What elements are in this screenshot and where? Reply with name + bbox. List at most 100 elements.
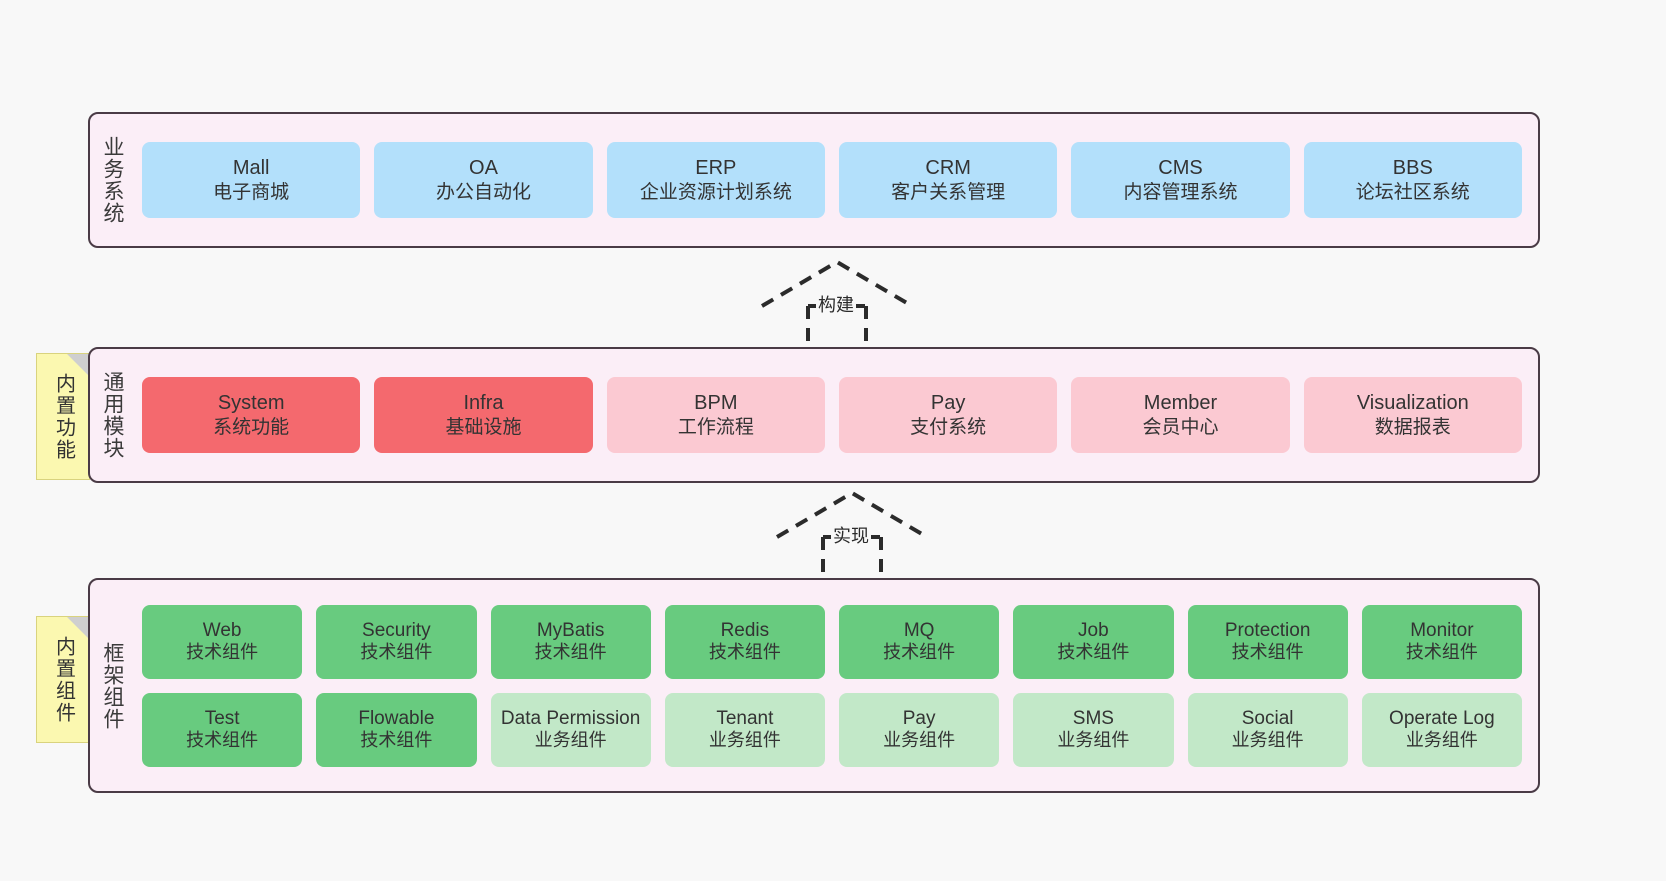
card-subtitle: 技术组件 xyxy=(883,642,956,663)
card-mall[interactable]: Mall 电子商城 xyxy=(142,142,361,218)
card-test[interactable]: Test 技术组件 xyxy=(142,692,303,767)
card-subtitle: 业务组件 xyxy=(1405,730,1478,751)
card-subtitle: 技术组件 xyxy=(186,730,259,751)
business-card-row: Mall 电子商城 OA 办公自动化 ERP 企业资源计划系统 CRM 客户关系… xyxy=(142,142,1522,218)
card-title: Web xyxy=(202,619,242,641)
card-title: Social xyxy=(1241,707,1294,729)
note-text: 内置功能 xyxy=(52,372,75,461)
card-member[interactable]: Member 会员中心 xyxy=(1071,377,1290,453)
card-crm[interactable]: CRM 客户关系管理 xyxy=(838,142,1058,218)
card-subtitle: 基础设施 xyxy=(445,416,522,438)
card-monitor[interactable]: Monitor 技术组件 xyxy=(1361,604,1522,679)
band-body-framework: Web 技术组件 Security 技术组件 MyBatis 技术组件 Redi… xyxy=(134,580,1538,791)
card-title: Pay xyxy=(902,707,936,729)
band-common-modules: 通用模块 System 系统功能 Infra 基础设施 BPM 工作流程 Pay… xyxy=(88,347,1540,483)
card-subtitle: 办公自动化 xyxy=(435,181,531,203)
card-tenant[interactable]: Tenant 业务组件 xyxy=(664,692,825,767)
card-subtitle: 业务组件 xyxy=(883,730,956,751)
note-text: 内置组件 xyxy=(52,635,75,724)
card-subtitle: 技术组件 xyxy=(1057,642,1130,663)
card-subtitle: 技术组件 xyxy=(1231,642,1304,663)
card-subtitle: 业务组件 xyxy=(534,730,607,751)
card-title: Operate Log xyxy=(1389,707,1495,729)
card-subtitle: 技术组件 xyxy=(360,642,433,663)
card-title: Job xyxy=(1078,619,1109,641)
card-subtitle: 会员中心 xyxy=(1142,416,1219,438)
card-subtitle: 技术组件 xyxy=(186,642,259,663)
card-title: System xyxy=(217,392,285,415)
common-card-row: System 系统功能 Infra 基础设施 BPM 工作流程 Pay 支付系统… xyxy=(142,377,1522,453)
band-framework-components: 框架组件 Web 技术组件 Security 技术组件 MyBatis 技术组件… xyxy=(88,578,1540,793)
card-title: Test xyxy=(204,707,240,729)
card-flowable[interactable]: Flowable 技术组件 xyxy=(316,692,477,767)
framework-business-row: Test 技术组件 Flowable 技术组件 Data Permission … xyxy=(142,692,1522,767)
card-mybatis[interactable]: MyBatis 技术组件 xyxy=(490,604,651,679)
card-subtitle: 工作流程 xyxy=(677,416,754,438)
card-subtitle: 技术组件 xyxy=(708,642,781,663)
band-body-common: System 系统功能 Infra 基础设施 BPM 工作流程 Pay 支付系统… xyxy=(134,349,1538,481)
card-title: Visualization xyxy=(1356,392,1469,415)
card-title: SMS xyxy=(1072,707,1114,729)
card-subtitle: 数据报表 xyxy=(1374,416,1451,438)
card-bpm[interactable]: BPM 工作流程 xyxy=(606,377,825,453)
card-title: Data Permission xyxy=(500,707,641,729)
card-subtitle: 技术组件 xyxy=(1405,642,1478,663)
card-protection[interactable]: Protection 技术组件 xyxy=(1187,604,1348,679)
card-subtitle: 业务组件 xyxy=(1057,730,1130,751)
framework-tech-row: Web 技术组件 Security 技术组件 MyBatis 技术组件 Redi… xyxy=(142,604,1522,679)
card-redis[interactable]: Redis 技术组件 xyxy=(664,604,825,679)
card-security[interactable]: Security 技术组件 xyxy=(316,604,477,679)
card-sms[interactable]: SMS 业务组件 xyxy=(1013,692,1174,767)
card-infra[interactable]: Infra 基础设施 xyxy=(374,377,593,453)
card-title: BBS xyxy=(1392,157,1433,180)
card-title: Protection xyxy=(1224,619,1311,641)
card-social[interactable]: Social 业务组件 xyxy=(1187,692,1348,767)
band-body-business: Mall 电子商城 OA 办公自动化 ERP 企业资源计划系统 CRM 客户关系… xyxy=(134,114,1538,246)
card-subtitle: 系统功能 xyxy=(213,416,290,438)
card-erp[interactable]: ERP 企业资源计划系统 xyxy=(606,142,825,218)
connector-label-build: 构建 xyxy=(816,291,856,317)
note-builtin-component: 内置组件 xyxy=(36,616,90,743)
band-business-systems: 业务系统 Mall 电子商城 OA 办公自动化 ERP 企业资源计划系统 CRM… xyxy=(88,112,1540,248)
card-title: CMS xyxy=(1158,157,1203,180)
card-title: MyBatis xyxy=(536,619,605,641)
card-job[interactable]: Job 技术组件 xyxy=(1013,604,1174,679)
card-title: Member xyxy=(1143,392,1218,415)
card-operate-log[interactable]: Operate Log 业务组件 xyxy=(1361,692,1522,767)
card-web[interactable]: Web 技术组件 xyxy=(142,604,303,679)
card-title: Infra xyxy=(463,392,504,415)
card-subtitle: 技术组件 xyxy=(360,730,433,751)
band-label-common: 通用模块 xyxy=(101,371,125,459)
card-title: Mall xyxy=(232,157,270,180)
card-title: Pay xyxy=(930,392,966,415)
card-oa[interactable]: OA 办公自动化 xyxy=(374,142,593,218)
note-fold-icon xyxy=(67,617,89,639)
card-pay-module[interactable]: Pay 支付系统 xyxy=(838,377,1058,453)
card-subtitle: 业务组件 xyxy=(708,730,781,751)
card-system[interactable]: System 系统功能 xyxy=(142,377,361,453)
card-subtitle: 论坛社区系统 xyxy=(1355,181,1470,203)
card-visualization[interactable]: Visualization 数据报表 xyxy=(1303,377,1522,453)
card-subtitle: 技术组件 xyxy=(534,642,607,663)
card-bbs[interactable]: BBS 论坛社区系统 xyxy=(1303,142,1522,218)
card-title: Security xyxy=(362,619,431,641)
card-subtitle: 内容管理系统 xyxy=(1123,181,1238,203)
card-subtitle: 客户关系管理 xyxy=(891,181,1006,203)
connector-label-implement: 实现 xyxy=(831,522,871,548)
connector-implement: 实现 xyxy=(765,489,940,574)
card-title: Flowable xyxy=(358,707,435,729)
card-subtitle: 电子商城 xyxy=(213,181,290,203)
card-title: ERP xyxy=(695,157,737,180)
card-title: MQ xyxy=(903,619,935,641)
card-title: CRM xyxy=(925,157,971,180)
card-pay-component[interactable]: Pay 业务组件 xyxy=(839,692,1000,767)
card-title: BPM xyxy=(694,392,738,415)
card-cms[interactable]: CMS 内容管理系统 xyxy=(1071,142,1290,218)
card-data-permission[interactable]: Data Permission 业务组件 xyxy=(490,692,651,767)
band-label-business: 业务系统 xyxy=(101,136,125,224)
connector-build: 构建 xyxy=(750,258,925,343)
card-title: Redis xyxy=(720,619,770,641)
band-label-framework: 框架组件 xyxy=(101,641,125,730)
card-mq[interactable]: MQ 技术组件 xyxy=(839,604,1000,679)
